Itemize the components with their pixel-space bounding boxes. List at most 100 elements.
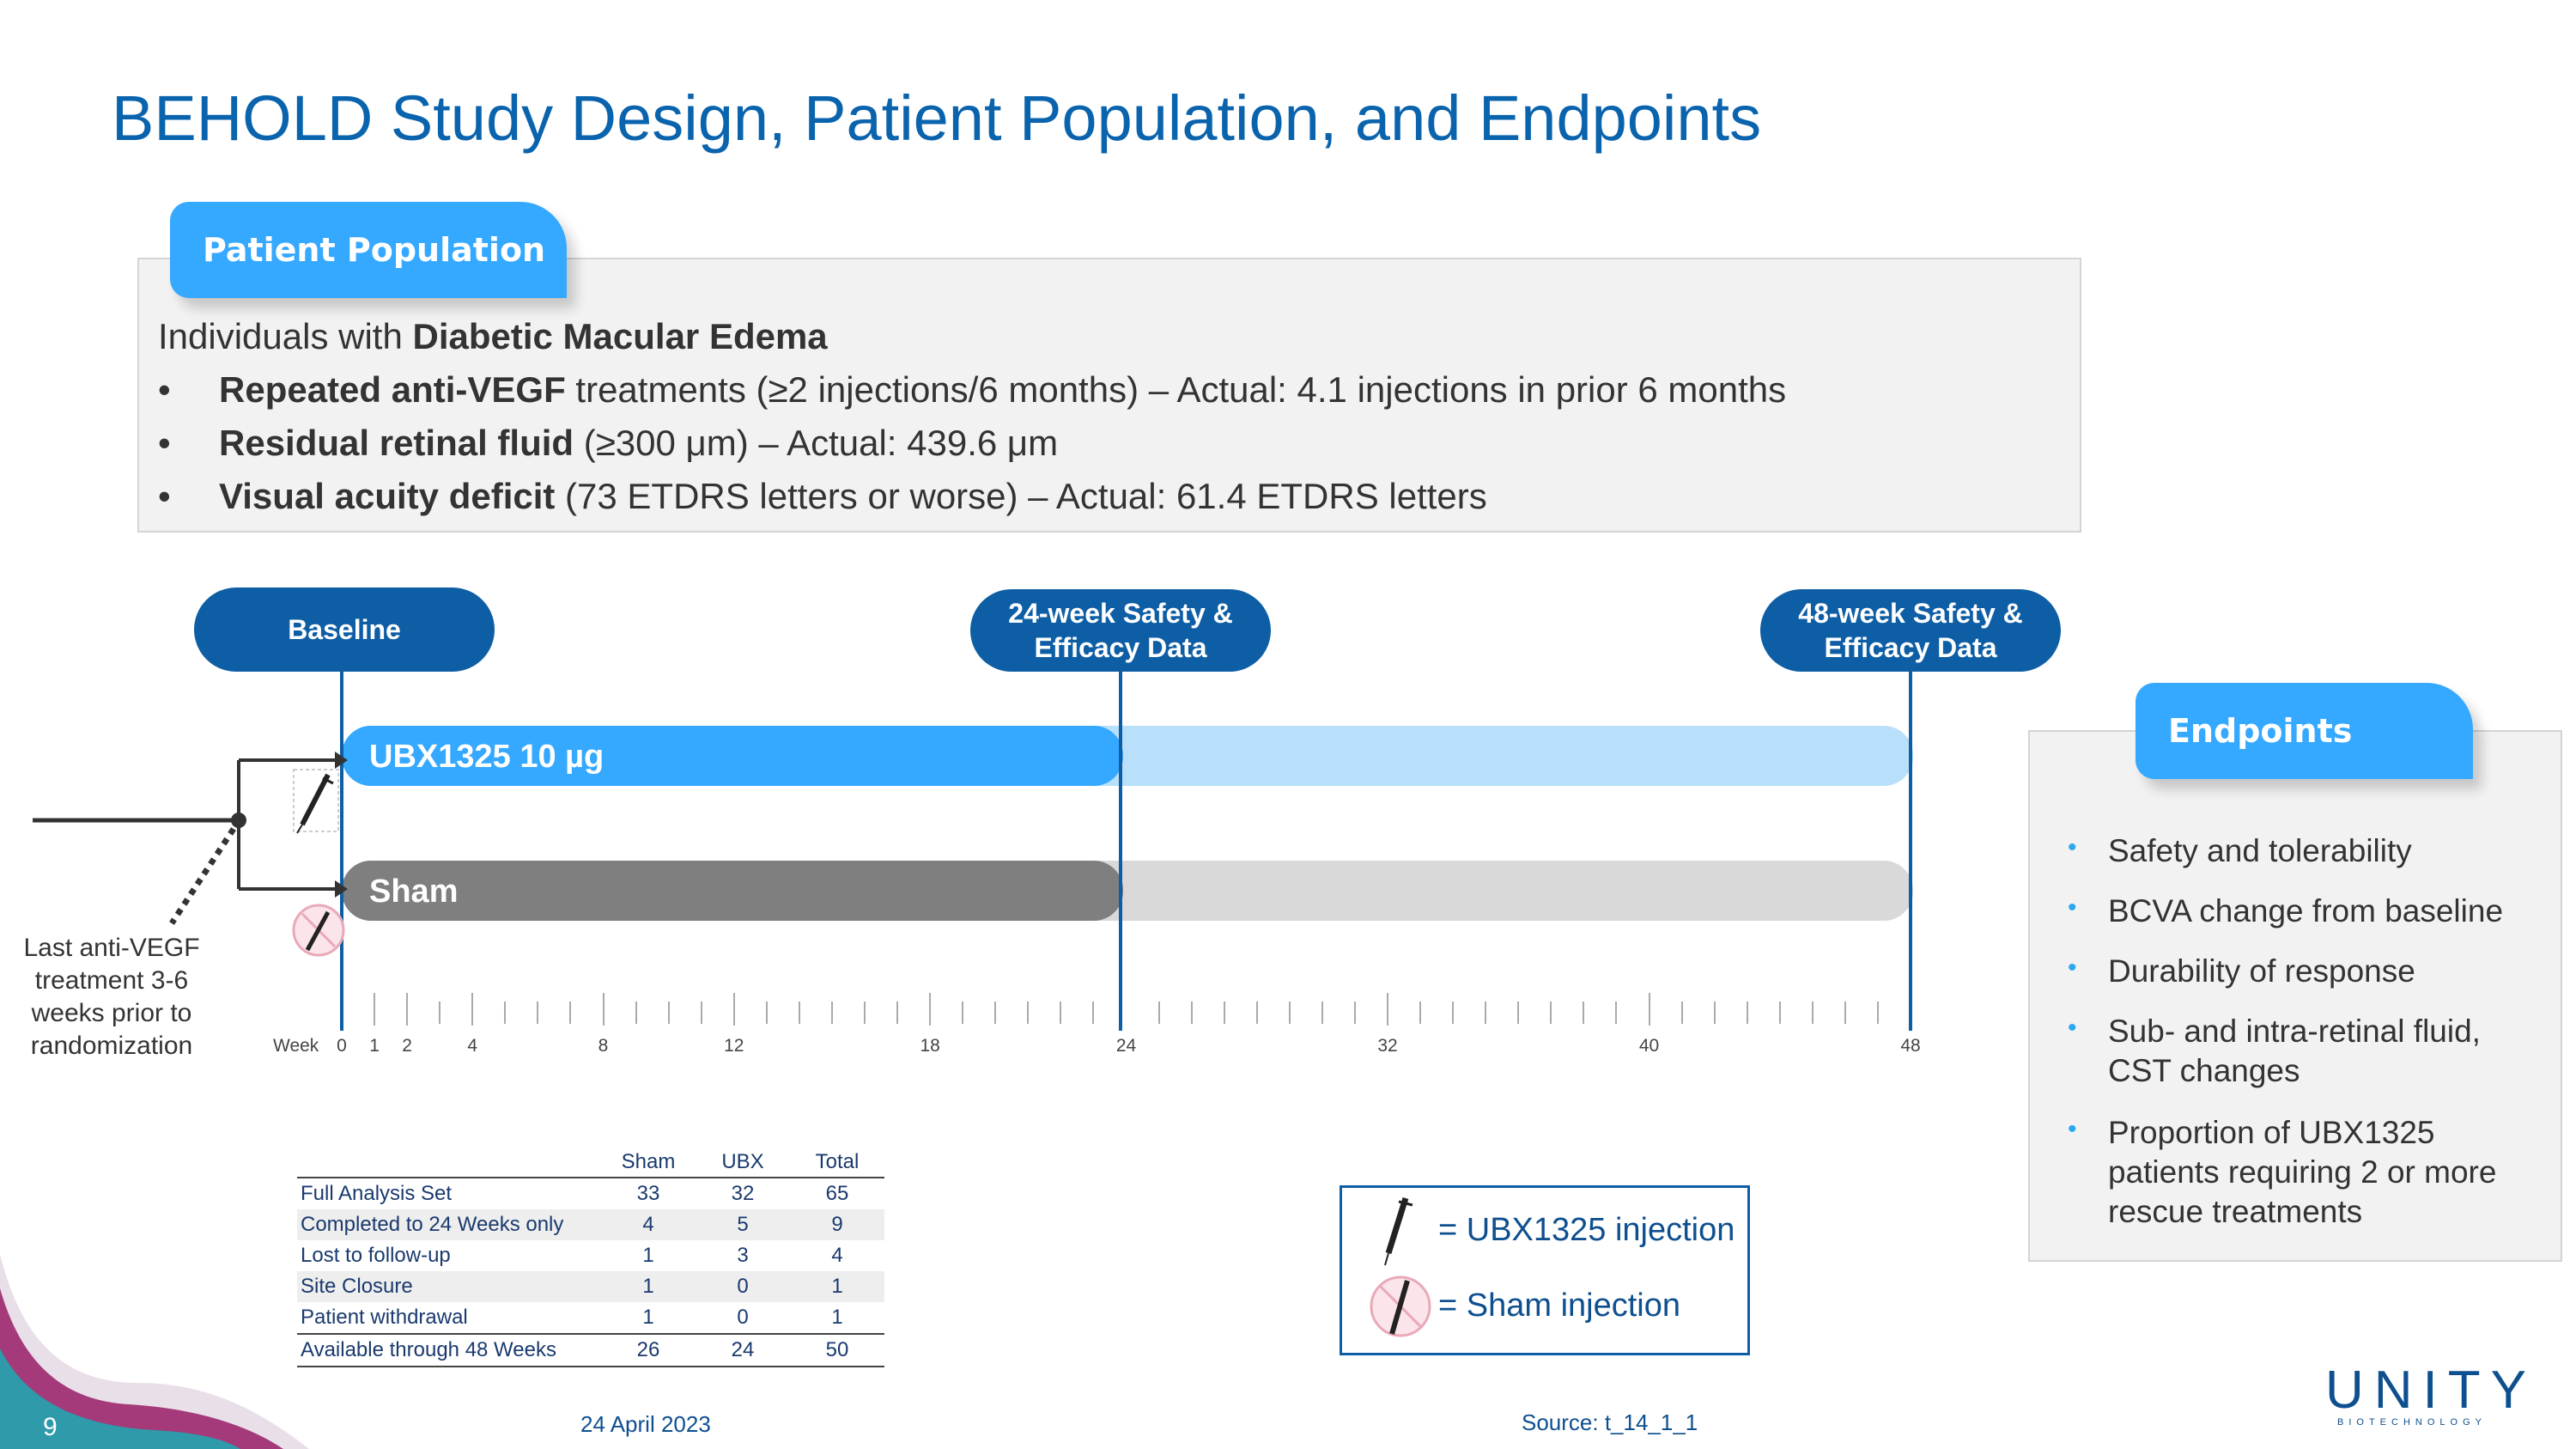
endpoint-item: Sub- and intra-retinal fluid, CST change… [2108, 1014, 2481, 1088]
week-tick [1778, 1002, 1781, 1024]
population-intro: Individuals with Diabetic Macular Edema [158, 316, 828, 357]
bullet-marker: • [158, 476, 171, 516]
week-tick [1387, 993, 1388, 1026]
week-24-line [1119, 672, 1122, 1031]
milestone-48-pill: 48-week Safety &Efficacy Data [1760, 589, 2061, 672]
randomization-note: Last anti-VEGF treatment 3-6 weeks prior… [23, 934, 200, 1060]
week-tick [732, 993, 735, 1026]
table-cell: 4 [601, 1209, 696, 1240]
table-cell: 4 [831, 1244, 843, 1267]
population-bullet: Visual acuity deficit (73 ETDRS letters … [219, 476, 1487, 517]
week-tick [1353, 1002, 1356, 1024]
table-row: Available through 48 Weeks 26 24 50 [297, 1333, 884, 1367]
disposition-table: Sham UBX Total Full Analysis Set 33 32 6… [297, 1148, 884, 1367]
table-row: Full Analysis Set 33 32 65 [297, 1178, 884, 1209]
syringe-icon [1384, 1196, 1413, 1266]
page-number: 9 [43, 1413, 58, 1441]
week-tick [667, 1002, 670, 1024]
population-bullet: Repeated anti-VEGF treatments (≥2 inject… [219, 369, 1786, 411]
population-bullet-text: (73 ETDRS letters or worse) – Actual: 61… [555, 476, 1487, 516]
week-tick [798, 1002, 800, 1024]
table-cell: 1 [642, 1306, 654, 1329]
legend-ubx-label: = UBX1325 injection [1438, 1212, 1735, 1248]
population-intro-prefix: Individuals with [158, 316, 413, 356]
table-cell: 26 [601, 1333, 696, 1367]
table-header-row: Sham UBX Total [297, 1148, 884, 1178]
table-cell: 1 [642, 1244, 654, 1267]
week-tick-label: 8 [598, 1036, 609, 1056]
week-tick-label: 18 [920, 1036, 940, 1056]
week-tick [994, 1002, 997, 1024]
week-tick [700, 1002, 702, 1024]
baseline-line [340, 672, 343, 1031]
week-tick [1648, 993, 1650, 1026]
table-row-label: Patient withdrawal [301, 1306, 468, 1329]
table-header-cell: Total [790, 1148, 884, 1178]
week-tick [1092, 1002, 1095, 1024]
milestone-24-line1: 24-week Safety & [1008, 598, 1233, 629]
week-tick [439, 1002, 441, 1024]
week-tick [962, 1002, 964, 1024]
week-tick [602, 993, 605, 1026]
week-tick-label: 24 [1115, 1036, 1137, 1056]
week-tick-label: 12 [724, 1036, 744, 1056]
patient-population-panel [137, 258, 2081, 533]
unity-logo-subtitle: BIOTECHNOLOGY [2337, 1417, 2487, 1428]
table-cell: 65 [825, 1182, 849, 1205]
table-row: Site Closure 1 0 1 [297, 1271, 884, 1302]
week-tick [1615, 1002, 1618, 1024]
week-tick-label: 32 [1377, 1036, 1398, 1056]
population-bullet-bold: Residual retinal fluid [219, 423, 574, 463]
week-tick [1811, 1002, 1814, 1024]
week-tick [635, 1002, 637, 1024]
table-row-label: Full Analysis Set [301, 1182, 453, 1205]
week-tick [1190, 1002, 1193, 1024]
patient-population-tab: Patient Population [170, 202, 567, 298]
week-tick [1876, 1002, 1879, 1024]
endpoint-item: BCVA change from baseline [2108, 893, 2504, 928]
unity-logo: UNITY [2325, 1361, 2537, 1420]
table-cell: 1 [831, 1306, 843, 1329]
endpoint-item: Safety and tolerability [2108, 833, 2412, 868]
week-tick [1680, 1002, 1683, 1024]
decorative-wave [0, 1254, 309, 1449]
population-bullet-text: (≥300 μm) – Actual: 439.6 μm [574, 423, 1059, 463]
week-tick-label: 48 [1900, 1036, 1921, 1056]
week-tick [1223, 1002, 1225, 1024]
ubx-injection-icon [293, 769, 339, 834]
week-48-line [1909, 672, 1912, 1031]
week-tick-label: 40 [1638, 1036, 1660, 1056]
table-row: Patient withdrawal 1 0 1 [297, 1302, 884, 1334]
population-bullet-bold: Visual acuity deficit [219, 476, 556, 516]
footer-date: 24 April 2023 [580, 1411, 711, 1437]
table-row-label: Completed to 24 Weeks only [297, 1209, 601, 1240]
bullet-marker: • [158, 423, 171, 463]
baseline-pill: Baseline [194, 588, 495, 672]
table-cell: 1 [601, 1271, 696, 1302]
week-tick [1517, 1002, 1520, 1024]
table-cell: 3 [737, 1244, 749, 1267]
table-cell: 9 [790, 1209, 884, 1240]
week-tick [830, 1002, 833, 1024]
week-tick [504, 1002, 507, 1024]
week-tick [929, 993, 932, 1026]
endpoint-item: Proportion of UBX1325 patients requiring… [2108, 1115, 2497, 1229]
table-cell: 1 [790, 1271, 884, 1302]
sham-arm-label: Sham [369, 874, 459, 910]
week-tick [765, 1002, 768, 1024]
table-cell: 24 [696, 1333, 790, 1367]
week-tick [406, 993, 409, 1026]
week-tick [1550, 1002, 1552, 1024]
table-cell: 0 [696, 1271, 790, 1302]
week-tick [569, 1002, 572, 1024]
endpoint-bullet: • [2068, 1014, 2077, 1042]
endpoints-panel [2028, 730, 2562, 1262]
table-cell: 5 [696, 1209, 790, 1240]
baseline-label: Baseline [288, 614, 401, 645]
table-row: Completed to 24 Weeks only 4 5 9 [297, 1209, 884, 1240]
week-tick [1583, 1002, 1585, 1024]
milestone-24-line2: Efficacy Data [1034, 632, 1207, 663]
population-intro-condition: Diabetic Macular Edema [412, 316, 828, 356]
milestone-24-pill: 24-week Safety &Efficacy Data [970, 589, 1271, 672]
table-cell: 0 [737, 1306, 749, 1329]
